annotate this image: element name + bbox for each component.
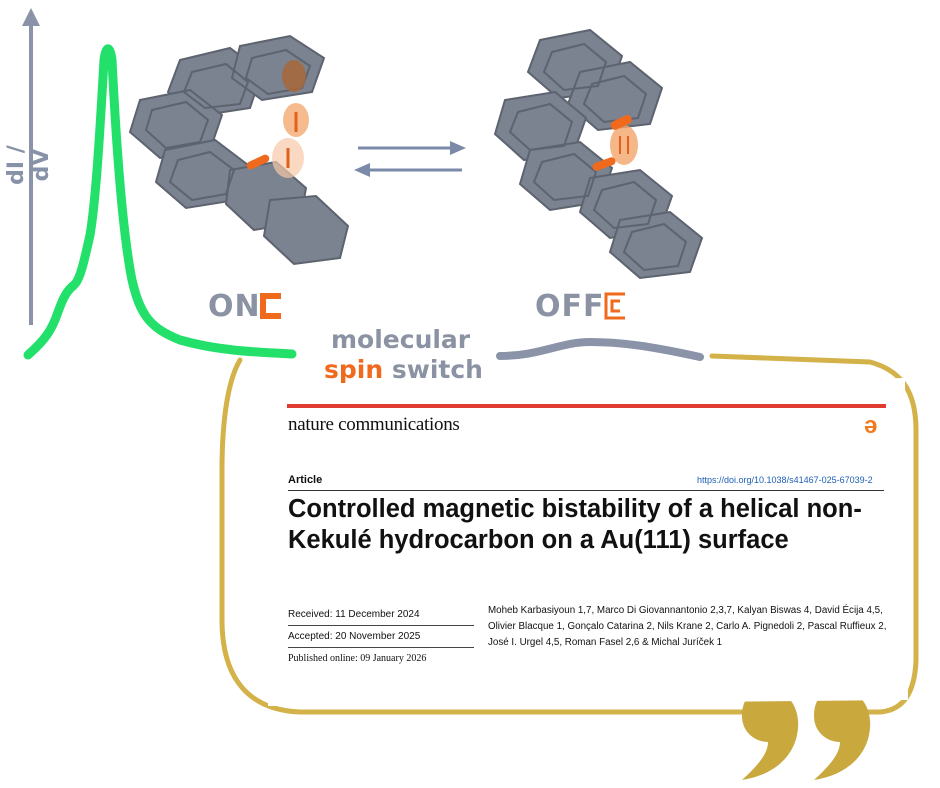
accepted-date: Accepted: 20 November 2025 bbox=[288, 626, 474, 648]
off-state-polygon-holes bbox=[508, 42, 688, 272]
published-date: Published online: 09 January 2026 bbox=[288, 653, 427, 664]
off-bracket-icon bbox=[604, 292, 625, 320]
on-state-polygon-holes bbox=[144, 48, 312, 202]
on-state-peak-curve bbox=[23, 44, 297, 360]
open-access-icon: ə bbox=[864, 412, 878, 439]
caption-spin-word: spin bbox=[324, 355, 384, 384]
received-date: Received: 11 December 2024 bbox=[288, 604, 474, 626]
on-state-label: ON bbox=[208, 289, 261, 324]
article-type: Article bbox=[288, 474, 323, 486]
off-state-curve bbox=[496, 337, 704, 361]
journal-name: nature communications bbox=[288, 414, 460, 435]
spin-orbital-paired bbox=[610, 125, 638, 165]
off-state-molecule bbox=[493, 28, 704, 280]
y-axis-arrowhead bbox=[22, 8, 40, 26]
doi-link[interactable]: https://doi.org/10.1038/s41467-025-67039… bbox=[697, 475, 873, 485]
figure-caption-line2: spin switch bbox=[324, 355, 483, 384]
on-bracket-icon bbox=[260, 293, 281, 319]
orange-bond-left bbox=[246, 154, 270, 170]
gold-frame bbox=[219, 353, 919, 715]
journal-header-bar bbox=[287, 404, 886, 408]
paper-title: Controlled magnetic bistability of a hel… bbox=[288, 495, 862, 554]
caption-switch-word: switch bbox=[383, 355, 483, 384]
quote-mark-right bbox=[814, 689, 871, 780]
paper-card-shadow bbox=[262, 378, 908, 706]
backward-arrowhead bbox=[354, 163, 370, 177]
forward-arrowhead bbox=[450, 141, 466, 155]
orange-bond-right-low bbox=[592, 157, 616, 171]
y-axis-label: dI / dV bbox=[4, 145, 54, 185]
quote-mark-left bbox=[742, 689, 799, 780]
orange-bond-right-top bbox=[610, 115, 632, 130]
dates-block: Received: 11 December 2024 Accepted: 20 … bbox=[288, 604, 474, 669]
on-state-molecule bbox=[128, 34, 350, 266]
spin-orbital-top bbox=[282, 60, 306, 92]
author-list: Moheb Karbasiyoun 1,7, Marco Di Giovanna… bbox=[488, 605, 887, 648]
off-state-label: OFF bbox=[535, 289, 605, 324]
figure-caption-line1: molecular bbox=[331, 325, 471, 354]
header-rule bbox=[288, 490, 884, 491]
